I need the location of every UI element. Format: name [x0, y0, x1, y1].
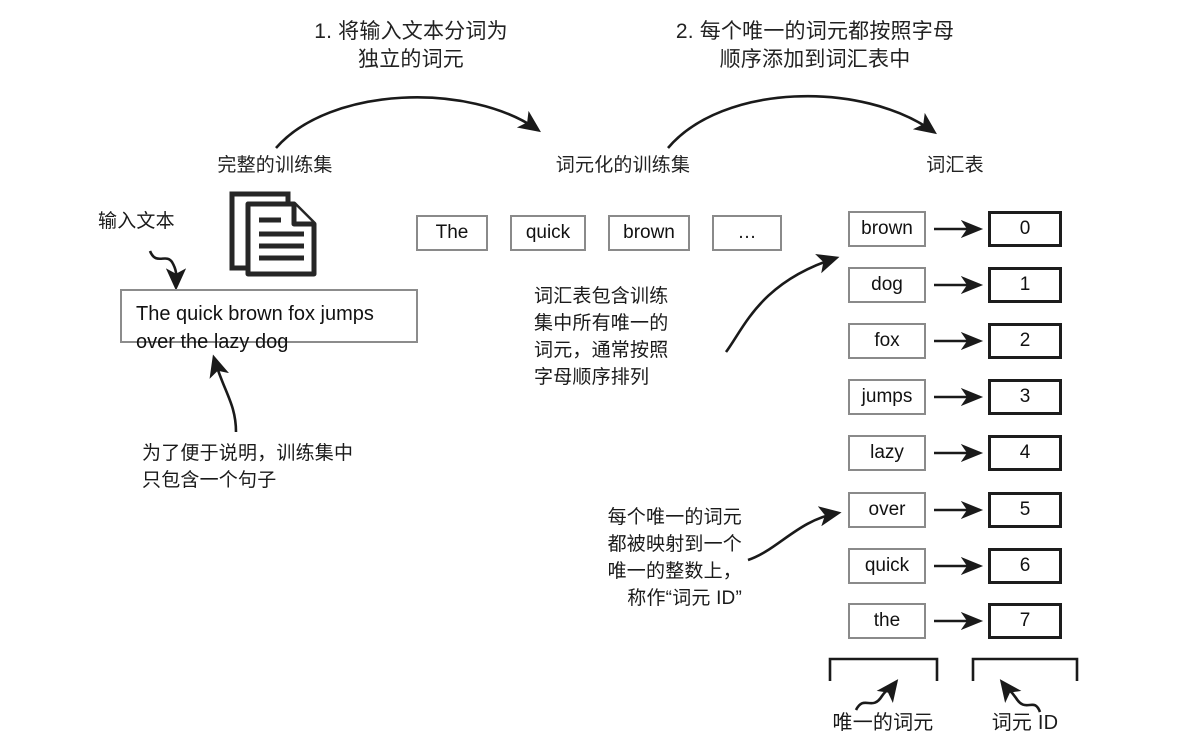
- vocab-token-box: lazy: [848, 435, 926, 471]
- section-label-vocabulary: 词汇表: [926, 155, 984, 176]
- step-1-title: 1. 将输入文本分词为 独立的词元: [314, 20, 508, 71]
- arrow-vocabnote-to-vocab: [724, 253, 840, 353]
- token-row: The quick brown …: [416, 215, 782, 251]
- arc-step1: [275, 96, 541, 149]
- token-id-box: 2: [988, 323, 1062, 359]
- token-id-box: 3: [988, 379, 1062, 415]
- bracket-tokens: [828, 657, 939, 681]
- token-box: The: [416, 215, 488, 251]
- arc-step2: [667, 94, 937, 149]
- vocab-token-box: over: [848, 492, 926, 528]
- arrow-input-text-to-sentence: [148, 250, 187, 291]
- input-text-label: 输入文本: [98, 211, 175, 232]
- token-id-box: 4: [988, 435, 1062, 471]
- token-to-id-arrows: [934, 219, 984, 631]
- note-vocabulary: 词汇表包含训练 集中所有唯一的 词元，通常按照 字母顺序排列: [534, 286, 669, 388]
- input-sentence-box: The quick brown fox jumps over the lazy …: [120, 289, 418, 353]
- token-box: brown: [608, 215, 690, 251]
- vocab-token-box: fox: [848, 323, 926, 359]
- token-id-box: 6: [988, 548, 1062, 584]
- vocab-token-box: dog: [848, 267, 926, 303]
- vocab-token-box: the: [848, 603, 926, 639]
- arrow-idnote-to-over: [747, 506, 842, 562]
- bottom-label-ids: 词元 ID: [991, 712, 1059, 734]
- stacked-documents-icon: [228, 190, 320, 278]
- token-box: …: [712, 215, 782, 251]
- arrow-note-to-sentence: [209, 354, 238, 433]
- token-id-box: 7: [988, 603, 1062, 639]
- note-token-id: 每个唯一的词元 都被映射到一个 唯一的整数上， 称作“词元 ID”: [607, 507, 742, 609]
- vocab-token-box: quick: [848, 548, 926, 584]
- vocab-token-box: jumps: [848, 379, 926, 415]
- note-single-sentence: 为了便于说明，训练集中 只包含一个句子: [142, 443, 354, 491]
- step-2-title: 2. 每个唯一的词元都按照字母 顺序添加到词汇表中: [675, 20, 955, 71]
- bottom-label-tokens: 唯一的词元: [832, 712, 934, 734]
- vocab-token-box: brown: [848, 211, 926, 247]
- token-id-box: 5: [988, 492, 1062, 528]
- token-id-box: 1: [988, 267, 1062, 303]
- bracket-ids: [971, 657, 1079, 681]
- section-label-tokenized: 词元化的训练集: [555, 155, 691, 176]
- token-box: quick: [510, 215, 586, 251]
- token-id-box: 0: [988, 211, 1062, 247]
- section-label-corpus: 完整的训练集: [217, 155, 333, 176]
